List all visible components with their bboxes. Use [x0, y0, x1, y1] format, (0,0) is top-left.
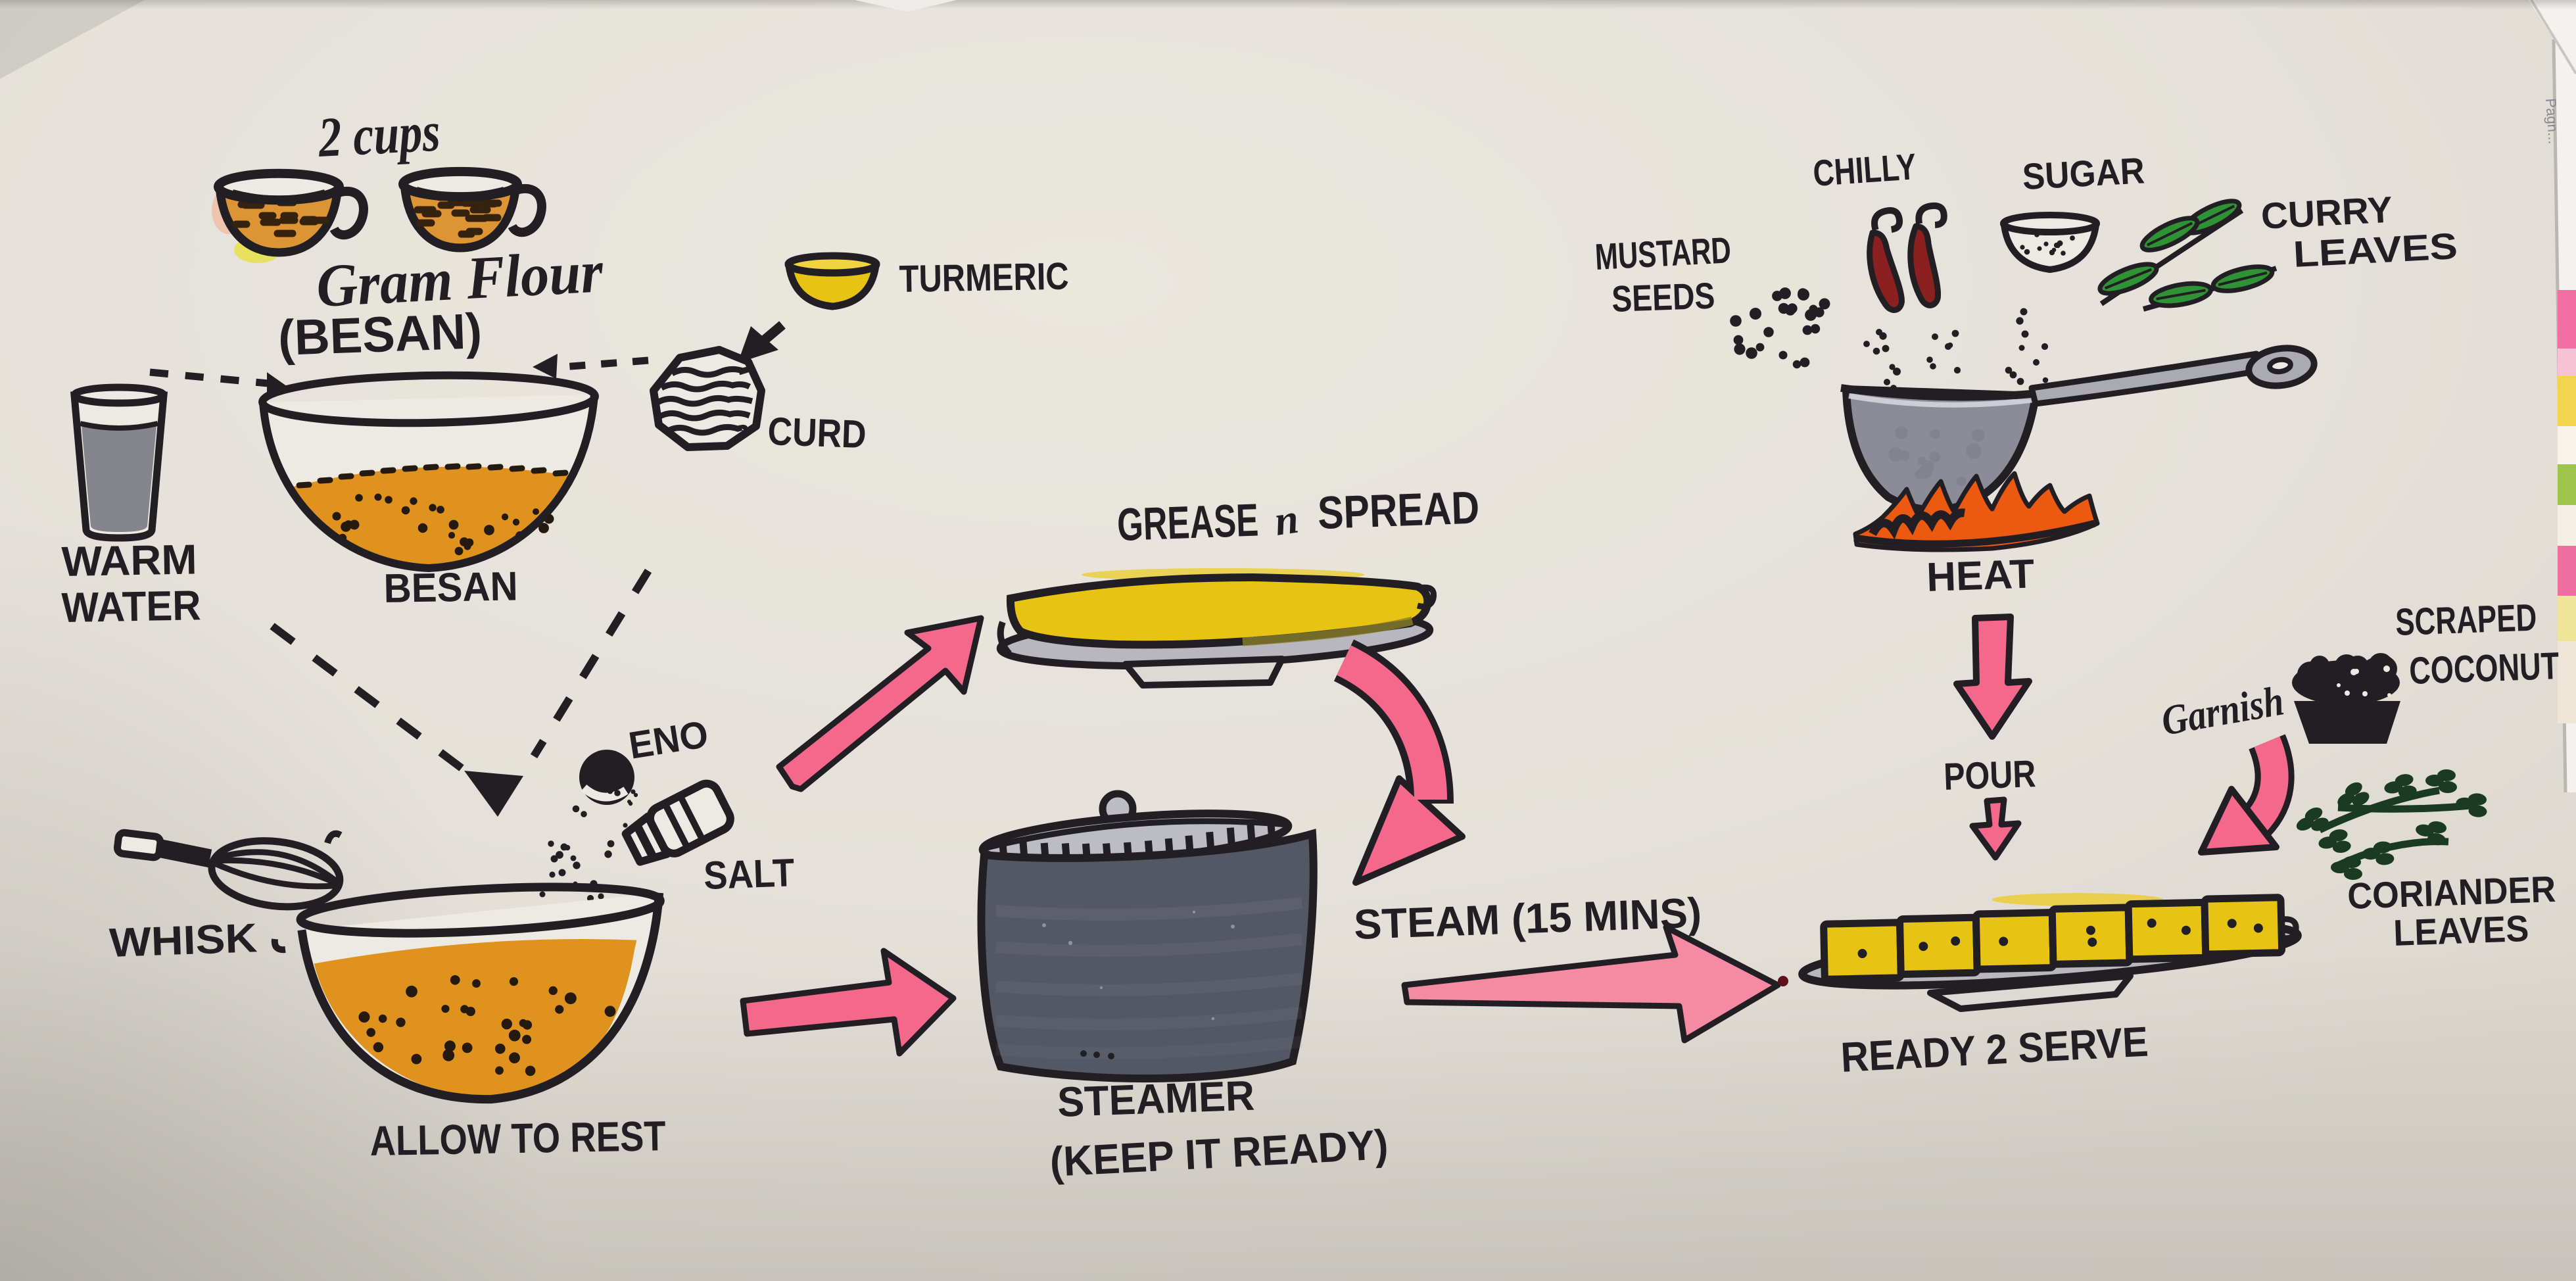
svg-text:POUR: POUR	[1943, 752, 2036, 798]
svg-text:MUSTARD: MUSTARD	[1594, 229, 1732, 278]
svg-text:CURD: CURD	[767, 409, 867, 456]
svg-text:SCRAPED: SCRAPED	[2395, 596, 2537, 644]
svg-text:GREASE: GREASE	[1116, 495, 1260, 550]
svg-text:BESAN: BESAN	[383, 564, 518, 612]
svg-text:LEAVES: LEAVES	[2393, 907, 2529, 954]
svg-text:Pagn...: Pagn...	[2542, 98, 2562, 145]
svg-text:ALLOW TO REST: ALLOW TO REST	[370, 1112, 666, 1165]
svg-text:TURMERIC: TURMERIC	[899, 255, 1069, 301]
svg-text:SEEDS: SEEDS	[1611, 275, 1715, 320]
svg-text:LEAVES: LEAVES	[2292, 225, 2458, 275]
svg-text:HEAT: HEAT	[1926, 551, 2035, 600]
svg-text:WATER: WATER	[61, 581, 201, 631]
svg-text:COCONUT: COCONUT	[2408, 644, 2560, 692]
svg-text:(BESAN): (BESAN)	[277, 303, 483, 366]
svg-text:CURRY: CURRY	[2260, 189, 2393, 237]
svg-text:SPREAD: SPREAD	[1317, 481, 1481, 539]
svg-text:SALT: SALT	[703, 850, 795, 898]
svg-text:WARM: WARM	[61, 535, 197, 585]
svg-text:2 cups: 2 cups	[316, 99, 441, 169]
svg-text:Gram Flour: Gram Flour	[315, 237, 606, 320]
svg-text:SUGAR: SUGAR	[2021, 149, 2145, 197]
svg-text:WHISK: WHISK	[108, 915, 258, 966]
svg-text:CHILLY: CHILLY	[1811, 145, 1917, 194]
svg-text:STEAMER: STEAMER	[1057, 1072, 1255, 1126]
svg-text:CORIANDER: CORIANDER	[2347, 868, 2556, 917]
